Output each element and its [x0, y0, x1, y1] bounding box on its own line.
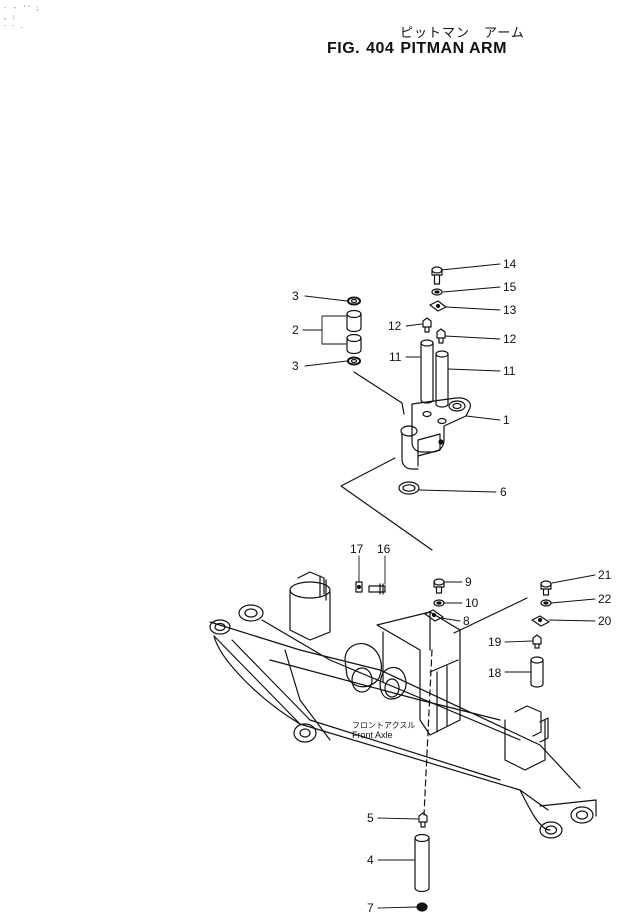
assembly-lines-upper	[340, 371, 528, 634]
grease-fitting-12-right-part	[436, 328, 446, 344]
callout-17: 17	[350, 542, 364, 556]
figure-title-japanese: ピットマン アーム	[400, 26, 525, 41]
callout-10: 10	[465, 596, 479, 610]
callout-13: 13	[503, 303, 517, 317]
callout-22: 22	[598, 592, 612, 606]
washer-22-part	[540, 599, 552, 607]
callout-2: 2	[292, 323, 299, 337]
pitman-arm-1-part	[400, 397, 471, 470]
grease-fitting-19-part	[532, 634, 542, 649]
callout-12-right: 12	[503, 332, 517, 346]
grease-fitting-12-left-part	[422, 317, 432, 333]
corner-mark-line: - - .	[3, 22, 25, 30]
nut-17-part	[355, 581, 363, 593]
figure-title-english: PITMAN ARM	[400, 40, 507, 57]
callout-3-lower: 3	[292, 359, 299, 373]
center-pin-4-part	[414, 833, 430, 893]
washer-15-part	[431, 288, 443, 296]
leader-lines	[302, 263, 596, 909]
figure-number: 404	[366, 40, 395, 57]
bolt-16-part	[368, 583, 386, 595]
callout-11-left: 11	[389, 350, 402, 364]
pin-11-left-part	[420, 339, 434, 404]
callout-1: 1	[503, 413, 510, 427]
callout-numbers: 14 15 13 12 12 3 2 3 11 11 1 6 17 16 9 1…	[292, 257, 612, 914]
callout-21: 21	[598, 568, 612, 582]
front-axle-label-japanese: フロントアクスル	[352, 721, 415, 730]
callout-12-left: 12	[388, 319, 402, 333]
front-axle-housing-part	[209, 571, 597, 839]
washer-10-part	[433, 599, 445, 607]
kingpin-center-line	[423, 649, 433, 816]
pin-18-part	[530, 656, 544, 688]
corner-mark-line: - ・ '' ;	[3, 4, 40, 12]
lock-plate-8-part	[424, 609, 444, 622]
front-axle-label: フロントアクスル Front Axle	[352, 721, 415, 740]
lock-plate-13-part	[429, 300, 447, 312]
bolt-9-part	[433, 578, 445, 594]
callout-11-right: 11	[503, 364, 516, 378]
callout-19: 19	[488, 635, 502, 649]
figure-title: FIG. 404 PITMAN ARM	[327, 40, 513, 58]
bolt-14-part	[431, 266, 443, 285]
callout-5: 5	[367, 811, 374, 825]
callout-16: 16	[377, 542, 391, 556]
seal-3-lower-part	[347, 356, 361, 366]
callout-15: 15	[503, 280, 517, 294]
callout-14: 14	[503, 257, 517, 271]
callout-4: 4	[367, 853, 374, 867]
callout-8: 8	[463, 614, 470, 628]
bushing-2-lower-part	[346, 333, 362, 355]
corner-mark-line: , :	[3, 13, 16, 21]
front-axle-label-english: Front Axle	[352, 730, 393, 740]
corner-marks: - ・ '' ; , : - - .	[3, 4, 40, 31]
plug-7-part	[416, 902, 428, 912]
bolt-21-part	[540, 580, 552, 596]
callout-18: 18	[488, 666, 502, 680]
pin-11-right-part	[435, 350, 449, 408]
figure-prefix: FIG.	[327, 40, 361, 57]
callout-6: 6	[500, 485, 507, 499]
thrust-washer-6-part	[398, 481, 420, 495]
bushing-2-upper-part	[346, 309, 362, 333]
callout-20: 20	[598, 614, 612, 628]
callout-7: 7	[367, 901, 374, 914]
lock-plate-20-part	[531, 615, 550, 627]
callout-9: 9	[465, 575, 472, 589]
grease-fitting-5-part	[418, 812, 428, 828]
seal-3-upper-part	[347, 296, 361, 306]
callout-3-upper: 3	[292, 289, 299, 303]
